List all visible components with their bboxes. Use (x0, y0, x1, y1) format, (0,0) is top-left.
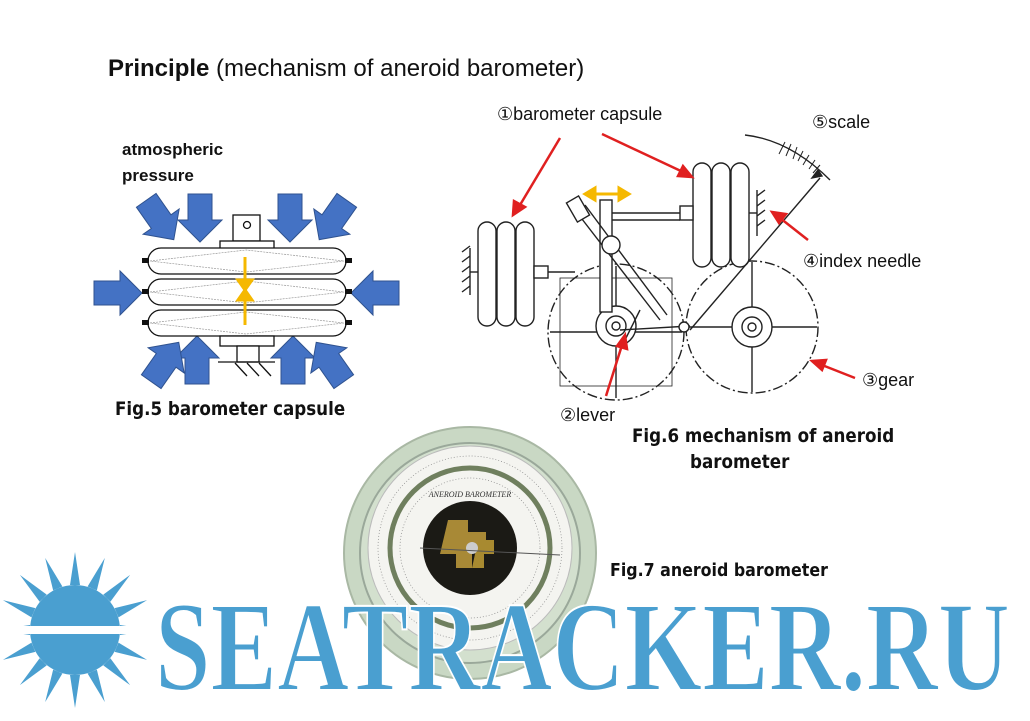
figure-6-caption-line1: Fig.6 mechanism of aneroid (632, 425, 895, 447)
motion-arrow (582, 185, 632, 203)
watermark-sun-logo (0, 519, 186, 721)
page-title: Principle (mechanism of aneroid baromete… (108, 55, 585, 82)
compression-arrows (235, 257, 255, 325)
pressure-label-line2: pressure (122, 166, 194, 185)
label-lever: ②lever (560, 405, 616, 425)
watermark-text: SEATRACKER.RU (155, 576, 1010, 718)
gear-right (685, 260, 819, 394)
figure-5-caption: Fig.5 barometer capsule (115, 398, 346, 420)
label-index-needle: ④index needle (803, 251, 922, 271)
figure-7-caption: Fig.7 aneroid barometer (610, 560, 828, 581)
figure-7-barometer-photo: ANEROID BAROMETER (343, 426, 597, 680)
figure-6-caption-line2: barometer (690, 451, 790, 473)
dial-label: ANEROID BAROMETER (428, 490, 512, 499)
lever (565, 195, 691, 341)
figure-6-mechanism-diagram (461, 134, 831, 401)
label-scale: ⑤scale (812, 112, 871, 132)
label-barometer-capsule: ①barometer capsule (497, 104, 663, 124)
capsule-left (461, 221, 575, 327)
index-needle (689, 177, 821, 331)
label-gear: ③gear (862, 370, 915, 390)
label-pointers (511, 132, 856, 397)
capsule-right (612, 162, 766, 268)
pressure-label-line1: atmospheric (122, 140, 224, 159)
gear-left (547, 263, 685, 401)
